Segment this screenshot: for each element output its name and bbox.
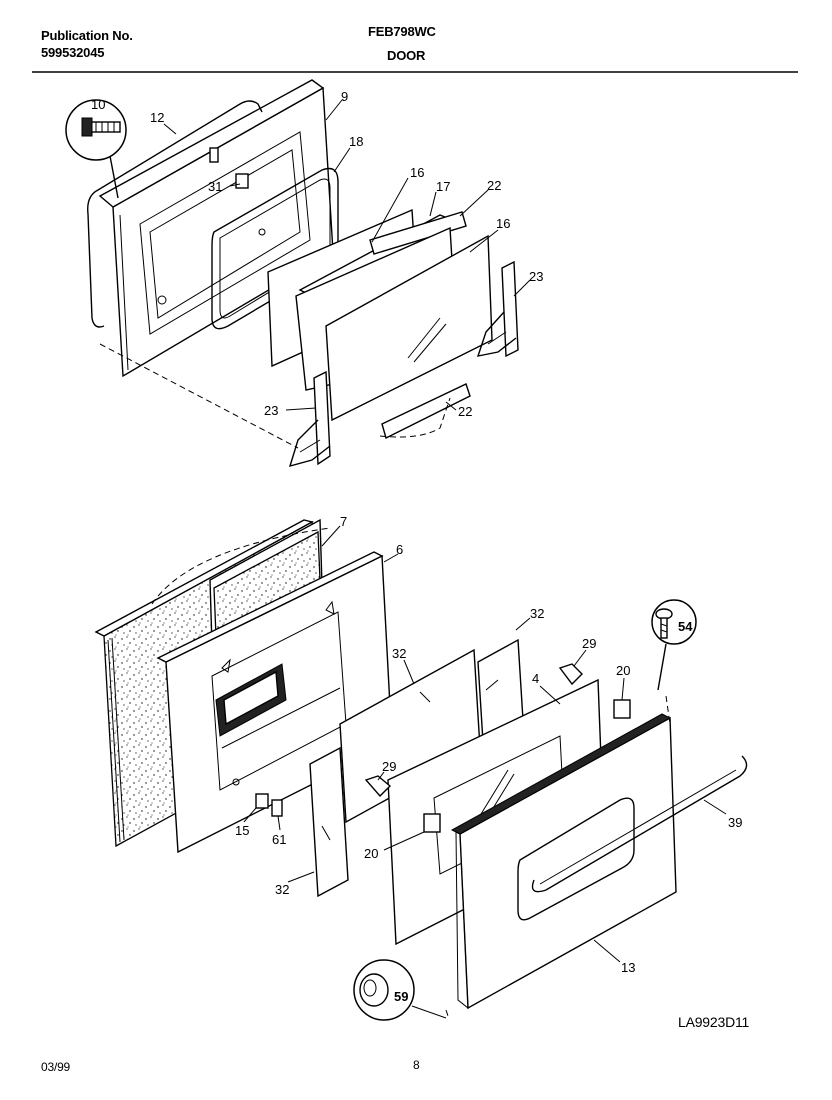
- callout-16-right: 16: [496, 216, 510, 231]
- callout-12: 12: [150, 110, 164, 125]
- glass-clip-right: [613, 699, 631, 719]
- callout-29-right: 29: [582, 636, 596, 651]
- screw-callout: [65, 99, 127, 199]
- lower-assembly: [94, 518, 748, 1021]
- glass-retainer-bottom: [381, 383, 471, 440]
- callout-18: 18: [349, 134, 363, 149]
- door-bumper-right: [558, 663, 583, 686]
- glass-clip-left: [423, 813, 441, 833]
- model-number: FEB798WC: [368, 24, 436, 39]
- door-glass-lower: [309, 746, 349, 898]
- callout-31: 31: [208, 179, 222, 194]
- callout-32-right: 32: [530, 606, 544, 621]
- hinge-receiver: [232, 778, 283, 817]
- leader-lines: [163, 99, 727, 963]
- callout-17: 17: [436, 179, 450, 194]
- callout-6: 6: [396, 542, 403, 557]
- door-hinge-left: [288, 370, 331, 468]
- callout-59: 59: [394, 989, 408, 1004]
- callout-22-upper: 22: [487, 178, 501, 193]
- callout-20-left: 20: [364, 846, 378, 861]
- callout-13: 13: [621, 960, 635, 975]
- callout-54: 54: [678, 619, 693, 634]
- callout-32-lower: 32: [275, 882, 289, 897]
- callout-61: 61: [272, 832, 286, 847]
- callout-10: 10: [91, 97, 105, 112]
- callout-9: 9: [341, 89, 348, 104]
- door-bumper-left: [364, 775, 392, 798]
- inner-glass-right: [325, 234, 493, 422]
- knob-59-callout: [353, 959, 447, 1021]
- callout-15: 15: [235, 823, 249, 838]
- callout-39: 39: [728, 815, 742, 830]
- door-handle: [531, 755, 748, 893]
- callout-23-left: 23: [264, 403, 278, 418]
- callout-labels: 10 12 9 18 31 16 17 22 16 23 23 22 7 6 3…: [91, 89, 742, 1004]
- glass-retainer-top: [369, 211, 467, 255]
- callout-7: 7: [340, 514, 347, 529]
- door-liner: [156, 551, 393, 854]
- door-hinge-right: [476, 260, 519, 358]
- drawing-code: LA9923D11: [678, 1014, 750, 1030]
- callout-29-left: 29: [382, 759, 396, 774]
- publication-number: 599532045: [41, 45, 105, 60]
- callout-23-right: 23: [529, 269, 543, 284]
- upper-assembly: [65, 79, 519, 468]
- publication-label: Publication No.: [41, 28, 133, 43]
- callout-20-right: 20: [616, 663, 630, 678]
- page-number: 8: [413, 1058, 420, 1072]
- screw-54-callout: [651, 599, 697, 691]
- section-title: DOOR: [387, 48, 426, 63]
- callout-32-middle: 32: [392, 646, 406, 661]
- inner-door-panel: [98, 79, 334, 378]
- door-gasket: [87, 100, 263, 328]
- callout-4: 4: [532, 671, 539, 686]
- callout-22-lower: 22: [458, 404, 472, 419]
- footer-date: 03/99: [41, 1060, 71, 1074]
- callout-16-upper: 16: [410, 165, 424, 180]
- outer-door-panel: [450, 713, 677, 1010]
